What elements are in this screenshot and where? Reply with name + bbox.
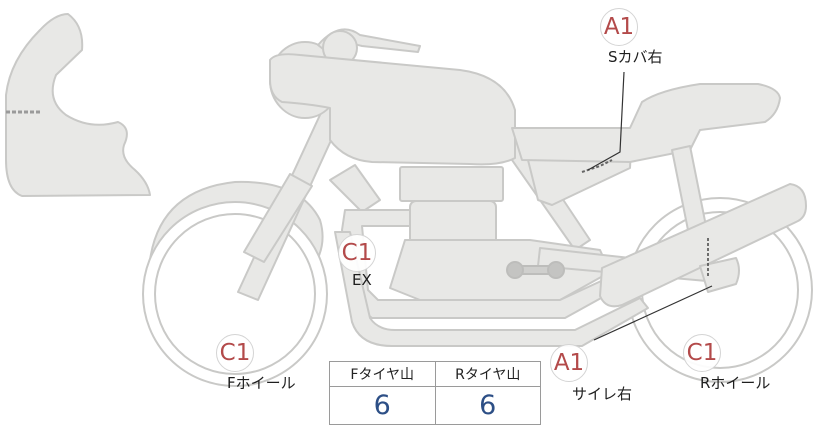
label-rear-wheel: Rホイール: [700, 374, 771, 392]
muffler-lower: [699, 257, 740, 293]
fuel-tank: [269, 53, 516, 166]
exhaust-pipe-lower: [334, 231, 649, 347]
grade-badge-s-cover: A1: [600, 8, 638, 46]
silencer-leader: [593, 285, 713, 341]
fairing-part: [5, 13, 151, 197]
rear-tire-tread-value: 6: [434, 386, 541, 425]
tire-tread-table: Fタイヤ山 Rタイヤ山 6 6: [329, 361, 541, 425]
s-cover-leader: [587, 71, 625, 171]
rear-tire-tread-header: Rタイヤ山: [434, 361, 541, 387]
engine-cylinder: [399, 166, 504, 202]
grade-badge-rear-wheel: C1: [683, 334, 721, 372]
label-front-wheel: Fホイール: [227, 374, 296, 392]
grade-badge-silencer: A1: [550, 344, 588, 382]
seat: [511, 83, 781, 163]
label-exhaust: EX: [352, 271, 372, 289]
front-tire-tread-header: Fタイヤ山: [329, 361, 436, 387]
label-silencer-right: サイレ右: [572, 385, 633, 403]
frame-downtube: [329, 164, 381, 213]
fork-cover: [243, 173, 313, 263]
grade-badge-exhaust: C1: [338, 234, 376, 272]
grade-badge-front-wheel: C1: [216, 334, 254, 372]
label-s-cover-right: Sカバ右: [608, 48, 663, 66]
front-tire-tread-value: 6: [329, 386, 436, 425]
muffler: [599, 183, 807, 308]
